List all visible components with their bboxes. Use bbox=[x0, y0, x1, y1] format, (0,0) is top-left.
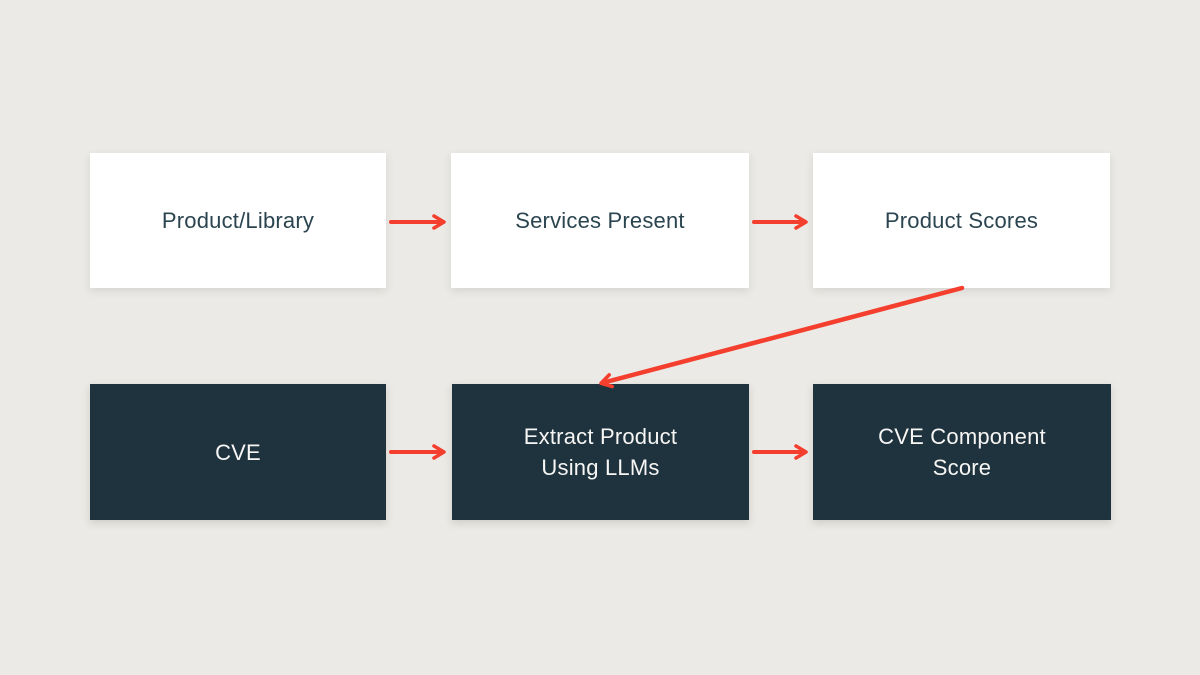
node-services-present: Services Present bbox=[451, 153, 749, 288]
node-label: Extract Product Using LLMs bbox=[523, 424, 678, 480]
node-product-library: Product/Library bbox=[90, 153, 386, 288]
node-cve-component-score: CVE Component Score bbox=[813, 384, 1111, 520]
node-product-scores: Product Scores bbox=[813, 153, 1110, 288]
arrow-product-scores-to-extract-product bbox=[599, 285, 965, 389]
node-label: Services Present bbox=[515, 208, 685, 233]
node-label: Product/Library bbox=[161, 208, 315, 233]
node-label: Product Scores bbox=[884, 208, 1039, 233]
node-label: CVE bbox=[215, 439, 261, 465]
node-label: CVE Component Score bbox=[878, 424, 1046, 480]
node-cve: CVE bbox=[90, 384, 386, 520]
node-extract-product: Extract Product Using LLMs bbox=[452, 384, 749, 520]
